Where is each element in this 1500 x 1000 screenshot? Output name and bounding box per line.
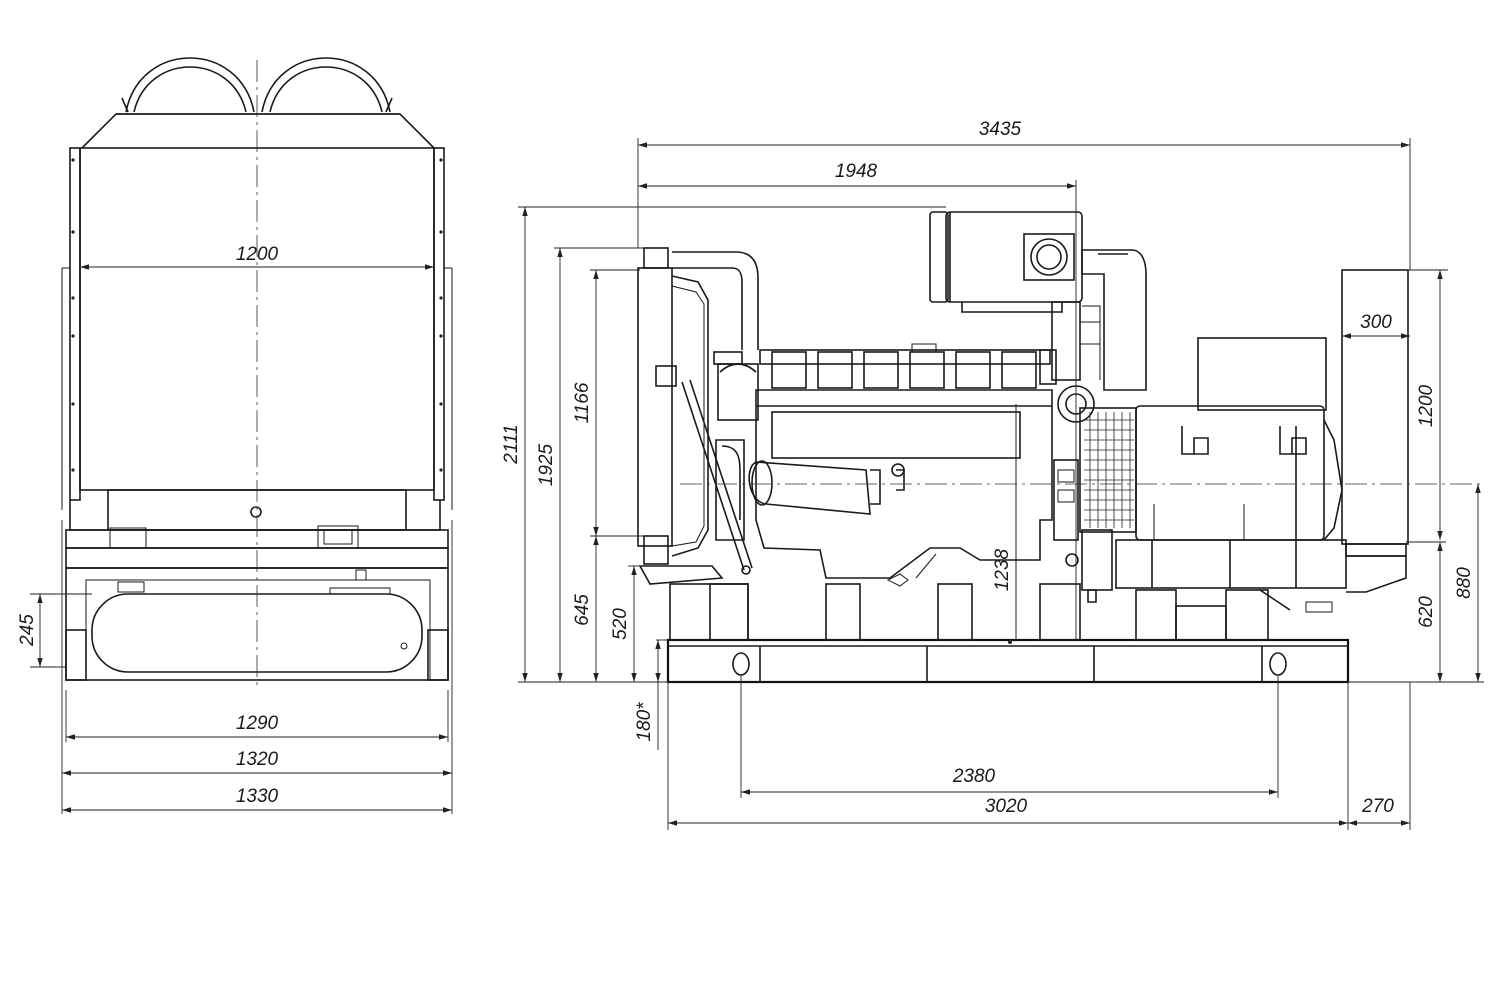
side-dimension-3020: 3020: [667, 682, 1349, 830]
skid-base: [666, 638, 1350, 684]
side-dim-1166-label: 1166: [572, 382, 593, 423]
side-dimension-1166: 1166: [572, 269, 644, 537]
side-dimension-270: 270: [1348, 682, 1411, 830]
side-view: 3435 1948 300 1200 620 880: [501, 119, 1484, 830]
side-dimension-2111: 2111: [501, 206, 946, 683]
side-dimension-180: 180*: [634, 639, 668, 750]
side-dimension-1948: 1948: [638, 161, 1077, 640]
valve-covers: [759, 343, 1051, 389]
front-dim-1200-label: 1200: [236, 244, 279, 265]
side-dim-270-label: 270: [1361, 796, 1394, 817]
rivets: [71, 158, 443, 472]
lifting-hole-left: [732, 652, 750, 676]
side-dim-1238-label: 1238: [992, 548, 1013, 591]
side-dim-3020-label: 3020: [985, 796, 1028, 817]
side-dim-2380-label: 2380: [952, 766, 996, 787]
side-dimension-1238: 1238: [992, 406, 1017, 640]
radiator-side: [637, 267, 673, 547]
side-dim-645-label: 645: [572, 594, 593, 626]
alternator-end-cover: [1341, 269, 1409, 545]
front-dim-245-label: 245: [17, 614, 38, 647]
side-dimension-645: 645: [572, 536, 599, 682]
side-dimension-3435: 3435: [637, 119, 1411, 270]
side-dim-2111-label: 2111: [501, 424, 522, 464]
alternator-terminal-box: [1197, 337, 1327, 411]
front-view: 1200 1290 1320 1330 245: [17, 57, 453, 814]
side-dim-180-label: 180*: [634, 702, 655, 742]
lifting-hole-right: [1269, 652, 1287, 676]
front-dim-1320-label: 1320: [236, 749, 279, 770]
side-dim-300-label: 300: [1360, 312, 1392, 333]
side-dimension-2380: 2380: [740, 676, 1279, 798]
side-dimension-520: 520: [610, 565, 644, 682]
side-dim-1925-label: 1925: [536, 443, 557, 486]
front-dimension-1330: 1330: [62, 786, 452, 813]
front-dimension-1200: 1200: [80, 244, 434, 270]
side-dimension-620: 620: [1406, 541, 1446, 682]
front-dimension-1290: 1290: [65, 690, 449, 742]
engine-block: [755, 389, 1053, 579]
air-filter-domes: [121, 57, 393, 113]
side-dim-880-label: 880: [1454, 567, 1475, 599]
fan-grille: [1084, 412, 1134, 528]
side-dimension-1925: 1925: [536, 247, 644, 682]
front-dim-1330-label: 1330: [236, 786, 279, 807]
intake-pipe: [748, 461, 871, 515]
side-dim-3435-label: 3435: [979, 119, 1022, 140]
side-dim-1200-label: 1200: [1416, 384, 1437, 427]
front-dimension-245: 245: [17, 593, 92, 668]
side-dim-520-label: 520: [610, 608, 631, 640]
side-dimension-1200: 1200: [1408, 269, 1448, 540]
front-dim-1290-label: 1290: [236, 713, 279, 734]
side-dim-1948-label: 1948: [835, 161, 878, 182]
side-dimension-880: 880: [1348, 484, 1484, 683]
side-dim-620-label: 620: [1416, 596, 1437, 628]
side-dimension-300: 300: [1342, 312, 1410, 339]
